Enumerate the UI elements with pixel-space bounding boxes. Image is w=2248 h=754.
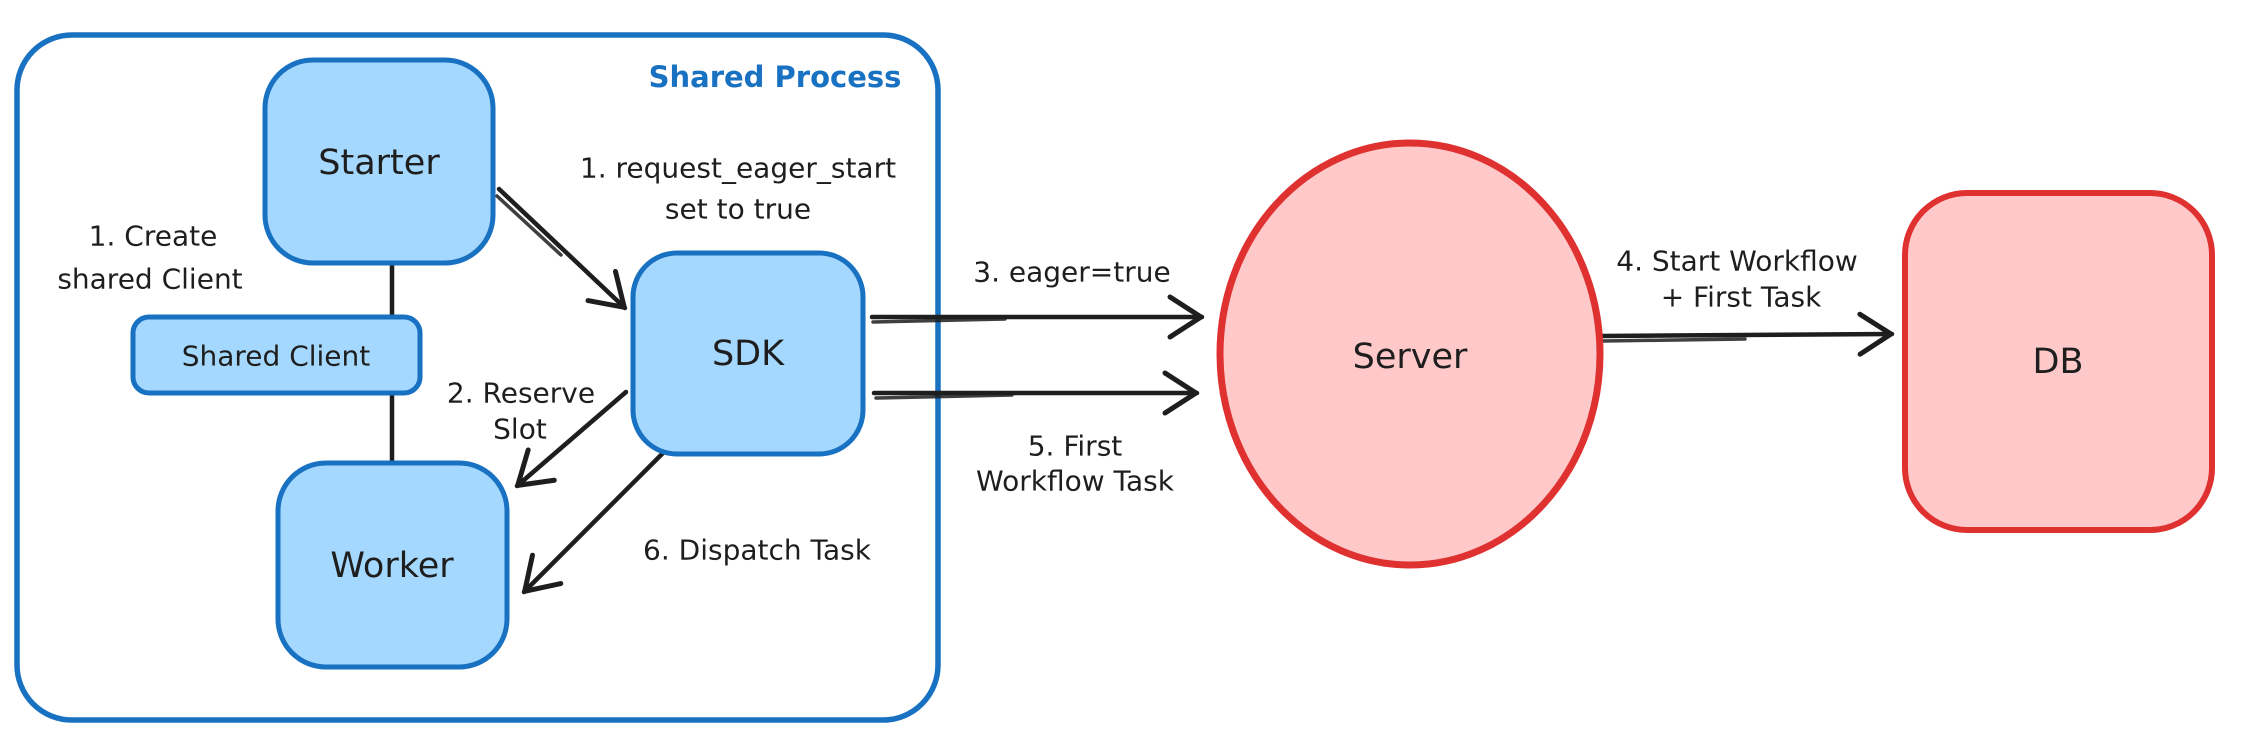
annotation-create-shared-client-line2: shared Client <box>57 263 242 296</box>
starter-node: Starter <box>262 57 496 266</box>
server-ellipse <box>1216 139 1604 569</box>
sdk-node: SDK <box>630 250 866 457</box>
worker-node: Worker <box>275 460 510 670</box>
annotation-reserve-slot-line1: 2. Reserve <box>447 377 595 410</box>
arrow-request-eager-start <box>496 186 628 311</box>
annotation-eager-true: 3. eager=true <box>973 256 1170 289</box>
sdk-box <box>630 250 866 457</box>
db-box <box>1902 190 2215 533</box>
arrow-reserve-slot <box>514 389 629 489</box>
worker-box <box>275 460 510 670</box>
server-node: Server <box>1216 139 1604 569</box>
shared-process-container <box>14 32 941 723</box>
annotation-first-workflow-task-line2: Workflow Task <box>976 465 1175 498</box>
worker-label: Worker <box>330 546 454 586</box>
shared-client-label: Shared Client <box>182 340 371 373</box>
arrow-start-workflow <box>1598 311 1895 357</box>
starter-label: Starter <box>318 143 440 183</box>
annotation-reserve-slot-line2: Slot <box>493 413 547 446</box>
annotation-first-workflow-task: 5. First Workflow Task <box>976 430 1175 498</box>
annotation-dispatch-task: 6. Dispatch Task <box>643 534 872 567</box>
annotation-request-eager-start-line1: 1. request_eager_start <box>580 152 896 185</box>
shared-client-node: Shared Client <box>130 314 423 396</box>
server-label: Server <box>1353 337 1468 377</box>
annotation-create-shared-client: 1. Create shared Client <box>57 220 242 296</box>
arrow-dispatch-task <box>521 449 667 595</box>
annotation-start-workflow-line1: 4. Start Workflow <box>1616 245 1858 278</box>
annotation-request-eager-start-line2: set to true <box>665 193 811 226</box>
arrow-request-eager-start-overdraw <box>495 194 563 257</box>
db-node: DB <box>1902 190 2215 533</box>
arrow-eager-true-overdraw <box>871 317 1007 324</box>
annotation-reserve-slot: 2. Reserve Slot <box>447 377 595 446</box>
db-label: DB <box>2033 342 2084 382</box>
arrow-first-workflow-task-overdraw <box>874 393 1014 400</box>
shared-process-label: Shared Process <box>649 60 902 94</box>
sdk-label: SDK <box>712 334 785 374</box>
shared-process-group: Shared Process <box>14 32 941 723</box>
annotation-start-workflow: 4. Start Workflow + First Task <box>1616 245 1858 314</box>
annotation-start-workflow-line2: + First Task <box>1661 281 1822 314</box>
shared-client-box <box>130 314 423 396</box>
annotation-request-eager-start: 1. request_eager_start set to true <box>580 152 896 226</box>
starter-box <box>262 57 496 266</box>
annotation-first-workflow-task-line1: 5. First <box>1028 430 1123 463</box>
arrow-start-workflow-overdraw <box>1601 337 1747 343</box>
annotation-create-shared-client-line1: 1. Create <box>89 220 218 253</box>
